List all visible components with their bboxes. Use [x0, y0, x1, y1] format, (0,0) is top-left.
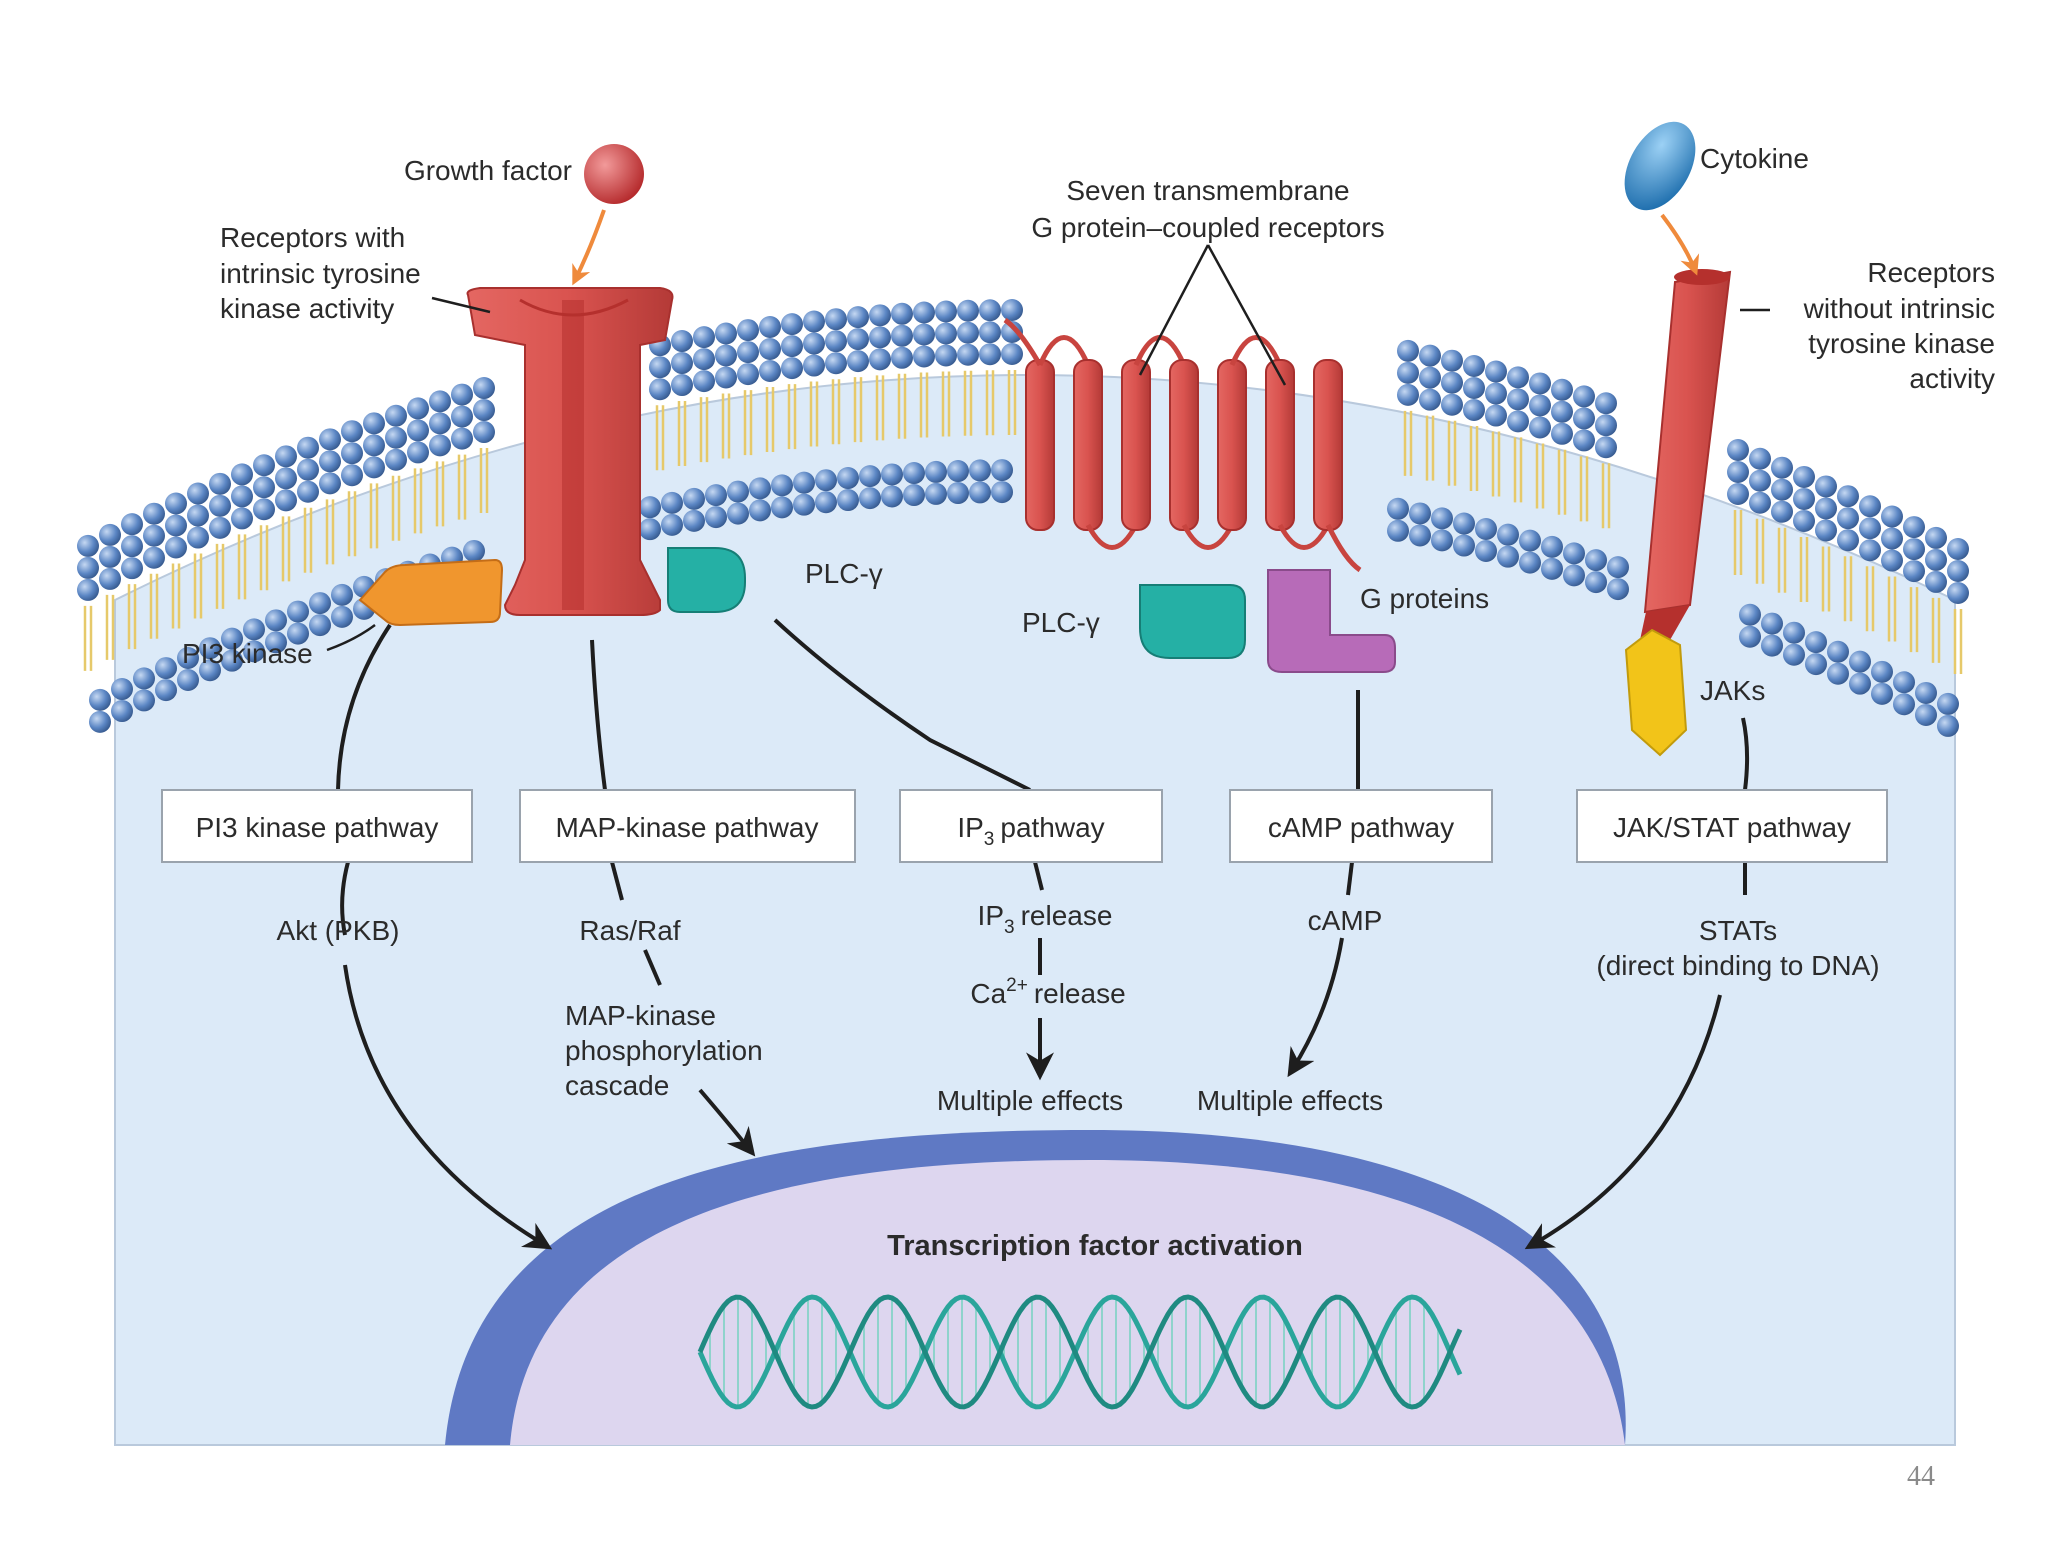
nucleus [445, 1130, 1626, 1445]
dna-double-helix [697, 1294, 1463, 1410]
camp-label: cAMP [1308, 905, 1383, 936]
ras-raf-label: Ras/Raf [579, 915, 680, 946]
plc-gamma-label-1: PLC-γ [805, 558, 883, 589]
growth-factor-ligand-icon [584, 144, 644, 204]
receptors-without-label-2: without intrinsic [1803, 293, 1995, 324]
jakstat-pathway-box [1576, 789, 1888, 863]
camp-pathway-label: cAMP pathway [1268, 812, 1454, 843]
plc-gamma-icon-2 [1139, 584, 1246, 659]
seven-tm-label-2: G protein–coupled receptors [1031, 212, 1384, 243]
map-pathway-box [519, 789, 856, 863]
receptors-intrinsic-label-1: Receptors with [220, 222, 405, 253]
camp-pathway-box [1229, 789, 1493, 863]
stats-label-2: (direct binding to DNA) [1596, 950, 1879, 981]
akt-label: Akt (PKB) [277, 915, 400, 946]
map-cascade-label-3: cascade [565, 1070, 669, 1101]
jakstat-pathway-label: JAK/STAT pathway [1613, 812, 1851, 843]
annotation-lines [326, 244, 1770, 652]
growth-factor-label: Growth factor [404, 155, 572, 186]
receptors-without-label-4: activity [1909, 363, 1995, 394]
multiple-effects-label-2: Multiple effects [1197, 1085, 1383, 1116]
receptors-intrinsic-label-3: kinase activity [220, 293, 394, 324]
cytokine-receptor [1640, 269, 1732, 640]
pathway-connectors [336, 618, 1750, 1250]
receptors-without-label-3: tyrosine kinase [1808, 328, 1995, 359]
cytokine-label: Cytokine [1700, 143, 1809, 174]
nucleus-label: Transcription factor activation [887, 1230, 1303, 1262]
map-cascade-label-2: phosphorylation [565, 1035, 763, 1066]
seven-tm-label-1: Seven transmembrane [1066, 175, 1349, 206]
receptors-without-label-1: Receptors [1867, 257, 1995, 288]
stats-label-1: STATs [1699, 915, 1777, 946]
plc-gamma-label-2: PLC-γ [1022, 607, 1100, 638]
pi3-kinase-icon [358, 558, 504, 627]
membrane-lipid-tails [83, 370, 1963, 674]
membrane-phospholipid-heads [77, 299, 1969, 737]
pi3-kinase-label: PI3 kinase [182, 638, 313, 669]
map-cascade-label-1: MAP-kinase [565, 1000, 716, 1031]
receptors-intrinsic-label-2: intrinsic tyrosine [220, 258, 421, 289]
pi3-pathway-label: PI3 kinase pathway [196, 812, 439, 843]
receptor-tyrosine-kinase [466, 287, 674, 616]
cytokine-binding-arrow [1660, 213, 1700, 276]
ligand-binding-arrow [572, 209, 606, 286]
seven-transmembrane-gpcr [1003, 317, 1362, 573]
slide-number: 44 [1907, 1461, 1935, 1492]
pathway-boxes [161, 789, 1888, 863]
jaks-label: JAKs [1700, 675, 1765, 706]
multiple-effects-label-1: Multiple effects [937, 1085, 1123, 1116]
ca-release-label: Ca2+release [970, 975, 1125, 1009]
cytokine-ligand-icon [1624, 121, 1696, 211]
plc-gamma-icon [667, 547, 746, 613]
g-proteins-label: G proteins [1360, 583, 1489, 614]
pi3-pathway-box [161, 789, 473, 863]
map-pathway-label: MAP-kinase pathway [555, 812, 818, 843]
jak-icon [1624, 628, 1688, 757]
ip3-pathway-box [899, 789, 1163, 863]
g-protein-icon [1267, 569, 1396, 673]
